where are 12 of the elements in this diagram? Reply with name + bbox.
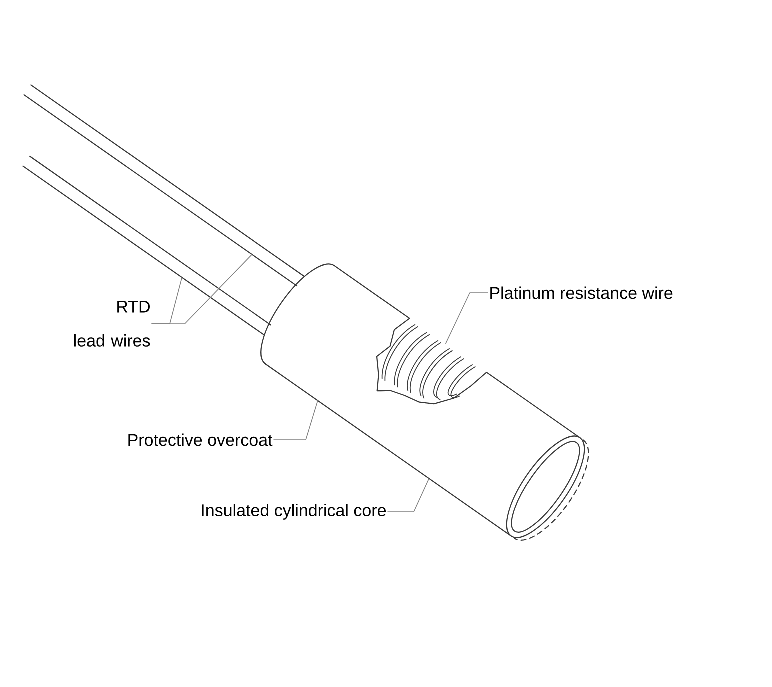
callout-label: Protective overcoat (128, 434, 273, 446)
leader-line (388, 478, 430, 512)
callout-label: Insulated cylindrical core (202, 504, 386, 520)
leader-line (446, 292, 488, 344)
callout-label: RTD lead wires (74, 301, 150, 347)
lead-wire (24, 84, 304, 287)
lead-wire (22, 156, 272, 336)
leader-line (274, 400, 318, 440)
leader-line (152, 277, 182, 324)
callout-label: Platinum resistance wire (490, 286, 673, 300)
core-tube (388, 372, 590, 541)
wire-coil (376, 318, 488, 405)
